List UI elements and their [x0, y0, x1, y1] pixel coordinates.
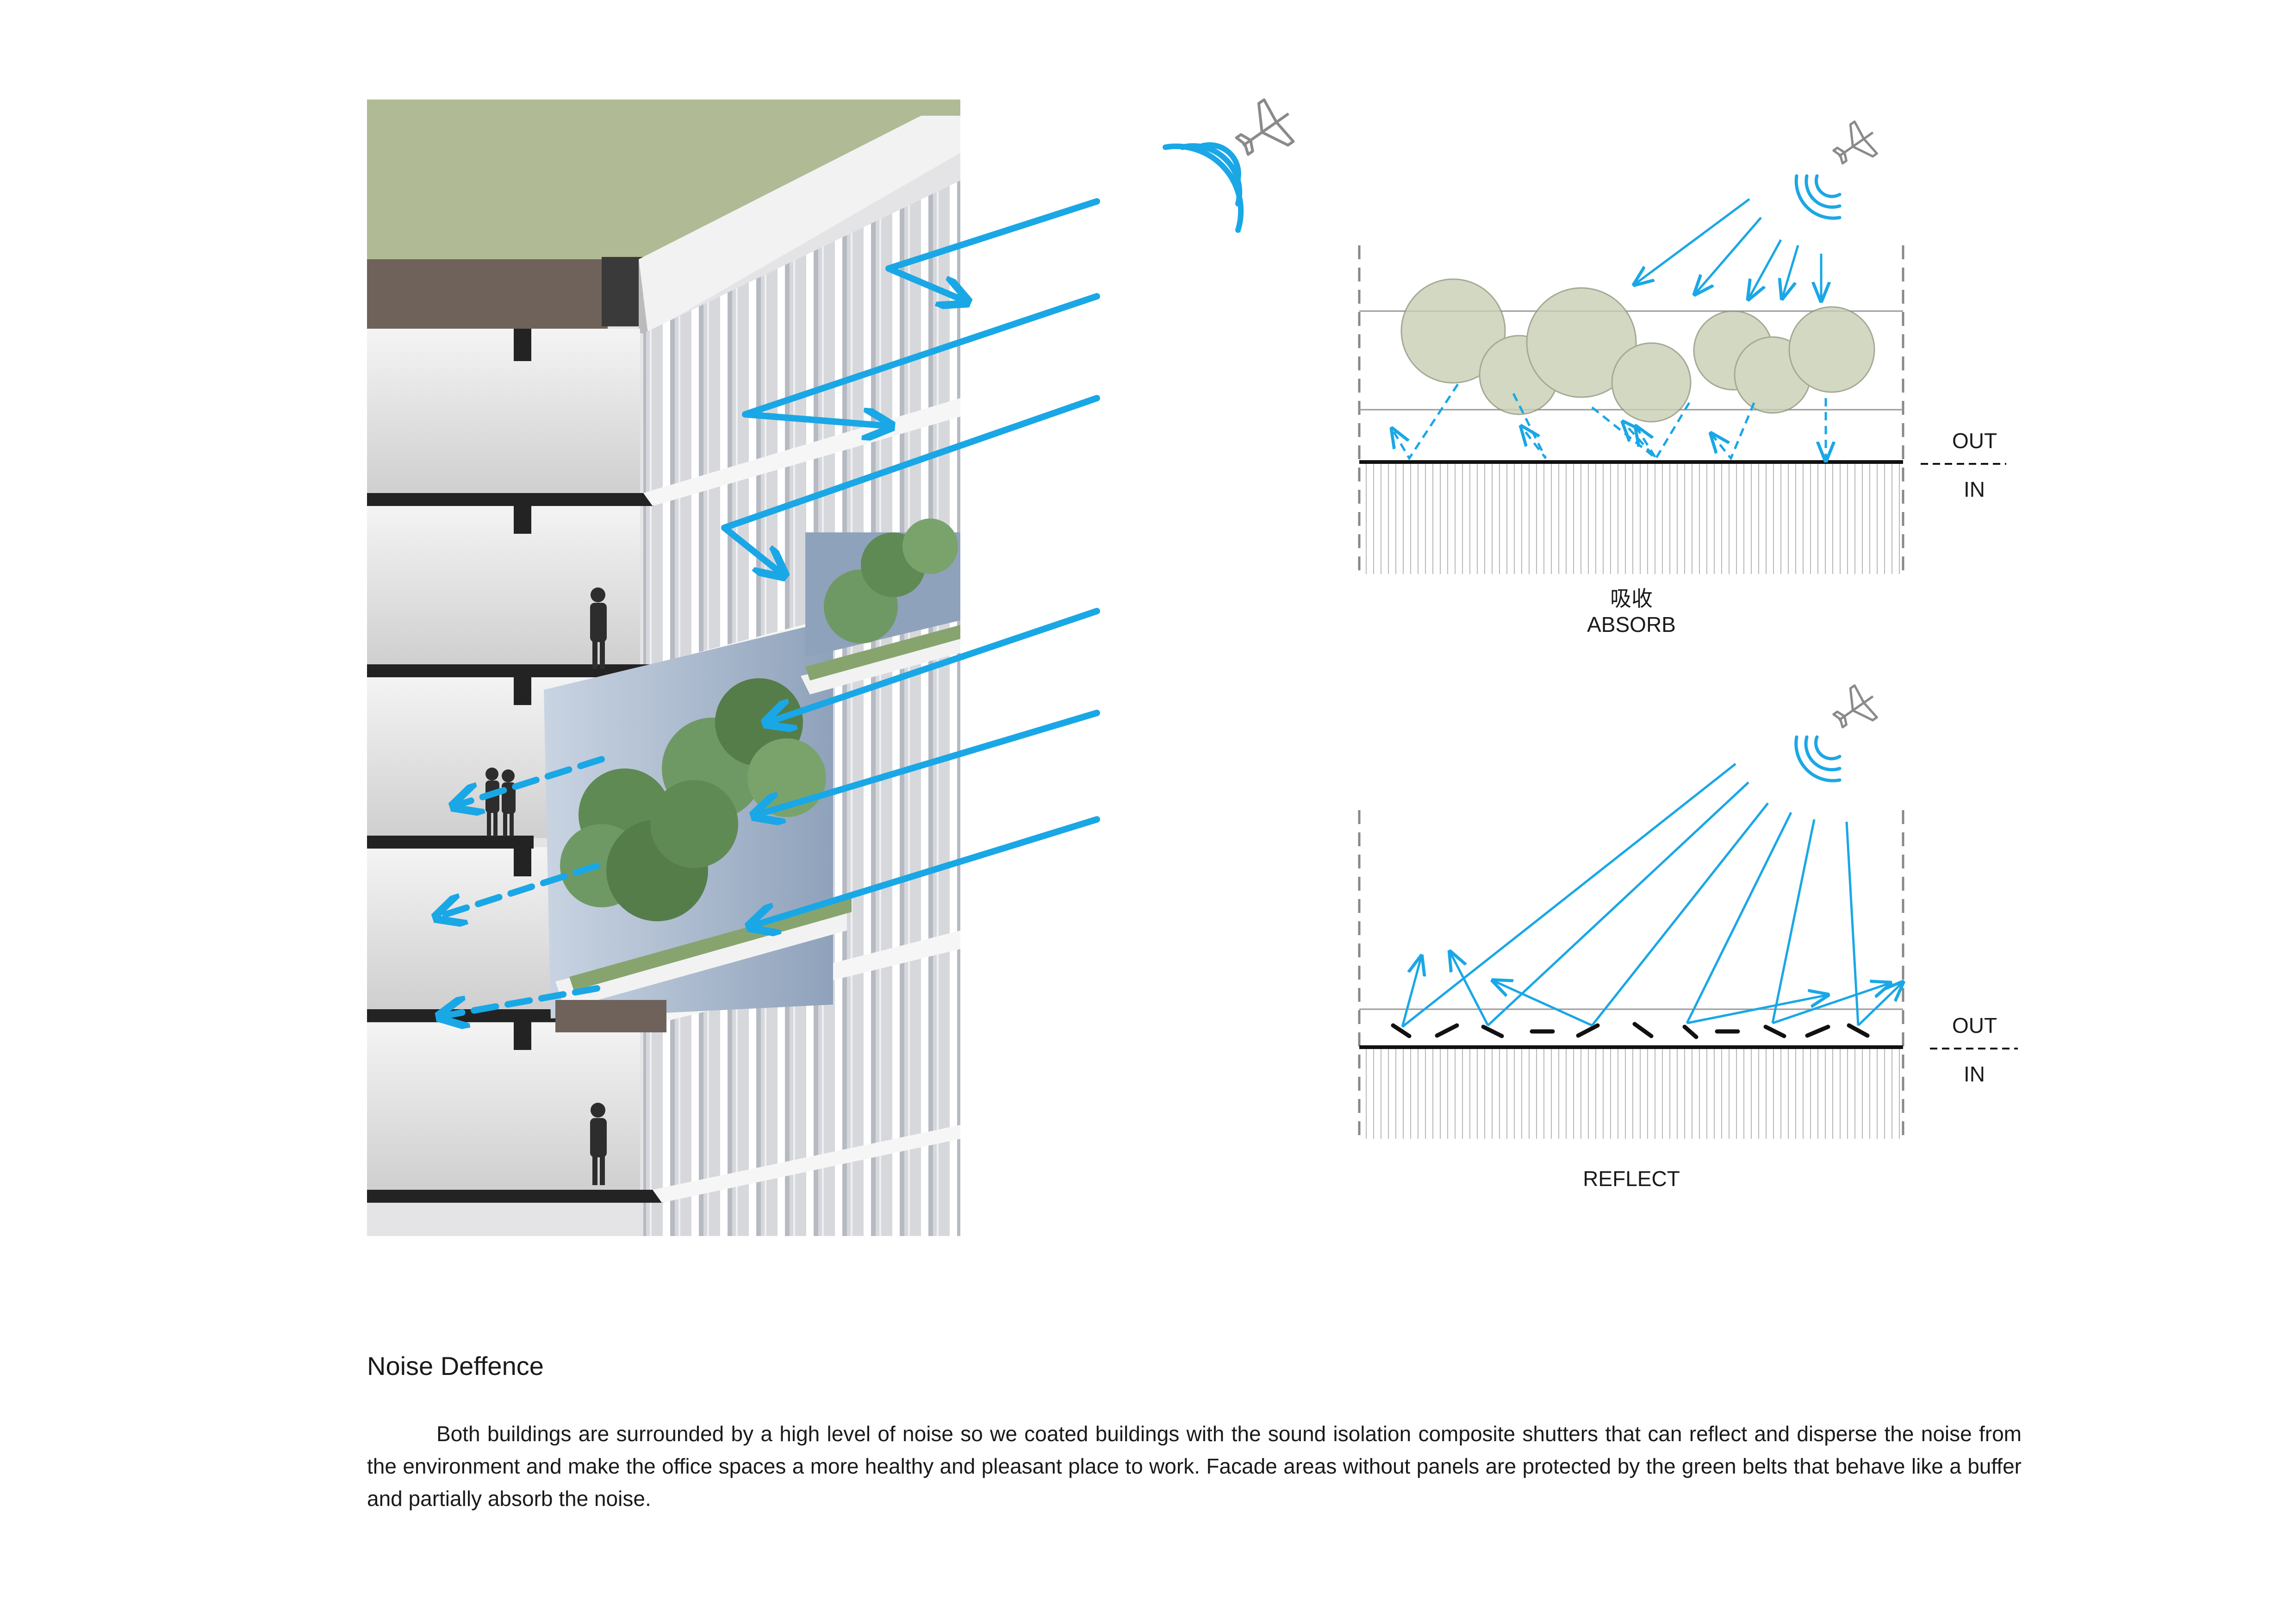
- airplane-icon: [1832, 120, 1878, 165]
- shutter-panels: [1391, 1022, 1870, 1039]
- sound-waves-icon: [1794, 174, 1842, 220]
- reflect-noise-lines: [1401, 763, 1860, 1028]
- wall-hatch: [1359, 463, 1903, 574]
- reflect-diagram: [1358, 684, 2018, 1139]
- absorb-dashed-arrows: [1393, 383, 1826, 458]
- page-title: Noise Deffence: [367, 1351, 544, 1380]
- reflect-out-label: OUT: [1952, 1013, 1997, 1037]
- absorb-in-label: IN: [1964, 477, 1985, 501]
- absorb-noise-arrows: [1636, 198, 1821, 299]
- absorb-label-cn: 吸收: [1610, 587, 1653, 611]
- absorb-label-en: ABSORB: [1587, 612, 1676, 637]
- absorb-out-label: OUT: [1952, 429, 1997, 453]
- airplane-icon: [1235, 98, 1295, 156]
- reflect-label-en: REFLECT: [1583, 1167, 1680, 1191]
- reflect-in-label: IN: [1964, 1062, 1985, 1086]
- building-noise-arrows: [439, 198, 1100, 1016]
- absorb-diagram: [1358, 120, 2006, 574]
- roof-soil: [367, 259, 608, 329]
- wall-hatch: [1359, 1049, 1903, 1139]
- people-silhouettes: [485, 587, 607, 1185]
- sound-waves-icon: [1163, 142, 1244, 233]
- green-belt-trees: [560, 518, 960, 991]
- airplane-icon: [1832, 684, 1878, 729]
- sound-waves-icon: [1794, 735, 1842, 782]
- reflect-bounce-arrows: [1401, 954, 1901, 1027]
- green-belt-canopy: [1400, 278, 1875, 423]
- building-section: [367, 98, 1295, 1236]
- body-paragraph: Both buildings are surrounded by a high …: [367, 1422, 2022, 1511]
